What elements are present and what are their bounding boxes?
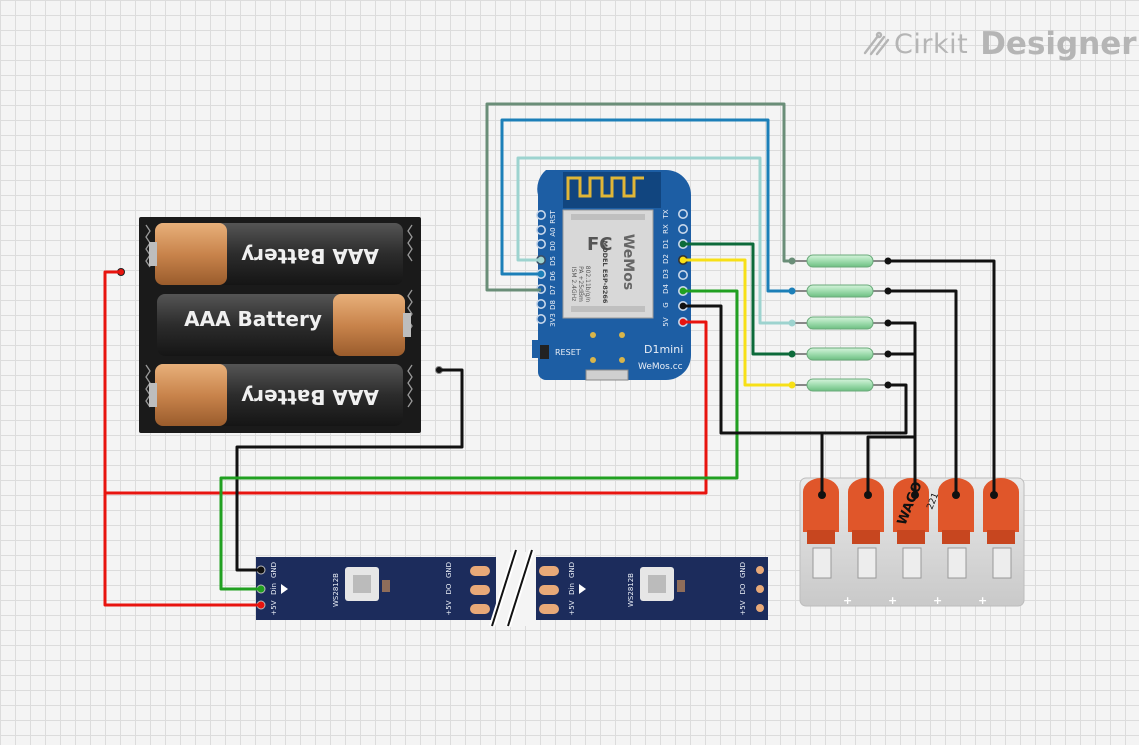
antenna-trace <box>566 176 644 200</box>
reset-button[interactable] <box>540 345 549 359</box>
logo-brand: Cirkit <box>894 28 969 60</box>
battery-cell-3: AAA Battery <box>149 364 403 426</box>
reset-label: RESET <box>555 348 581 357</box>
strip-arrows <box>281 584 586 594</box>
wire-endpoints <box>788 257 998 499</box>
battery-cell-2-label: AAA Battery <box>184 307 322 331</box>
reed-switch-1 <box>792 254 888 268</box>
reed-switch-3 <box>792 316 888 330</box>
wago-levers[interactable] <box>803 478 1019 544</box>
module-brand: WeMos <box>620 234 636 290</box>
board-title: D1mini <box>644 343 683 356</box>
reed-switches[interactable] <box>792 254 888 392</box>
module-spec-2: PA +25dBm <box>577 266 584 302</box>
pin-label-rst: RST <box>549 209 557 223</box>
wires[interactable] <box>103 102 996 607</box>
cirkit-logo-icon <box>863 31 890 56</box>
wire-d1-to-reed-4 <box>683 242 792 356</box>
strip2-right-do-label: DO <box>739 583 747 594</box>
strip-labels: WS2812B WS2812B GND Din +5V GND DO +5V G… <box>270 562 747 616</box>
wire-battery-to-strip-5v <box>103 270 261 607</box>
module-model: MODEL ESP-8266 <box>601 241 609 304</box>
svg-text:+: + <box>933 594 942 607</box>
pin-label-tx: TX <box>662 209 670 219</box>
esp-module-shield <box>562 209 654 319</box>
wire-reed-4-to-wago <box>888 352 917 495</box>
d1mini-left-pin-labels: RST A0 D0 D5 D6 D7 D8 3V3 <box>549 209 557 326</box>
pin-label-d0: D0 <box>549 241 557 251</box>
strip-cut-pads <box>470 566 559 614</box>
pin-label-d3: D3 <box>662 269 670 279</box>
pin-label-d6: D6 <box>549 271 557 281</box>
pin-label-d5: D5 <box>549 256 557 266</box>
strip2-left-din-label: Din <box>568 583 576 595</box>
chip-label-2: WS2812B <box>627 573 635 607</box>
wago-clamps <box>812 547 1012 579</box>
wago-plus-marks: + + + + <box>843 594 987 607</box>
strip2-left-gnd-label: GND <box>568 562 576 578</box>
wire-d4-to-strip-din <box>219 289 739 591</box>
wemos-d1-mini-board[interactable]: FC MODEL ESP-8266 WeMos 802.11b/g/n PA +… <box>532 170 691 381</box>
svg-text:+: + <box>978 594 987 607</box>
svg-text:+: + <box>843 594 852 607</box>
led-1 <box>345 567 390 601</box>
battery-holder[interactable]: AAA Battery AAA Battery AAA Battery <box>117 217 443 433</box>
wire-d7-to-reed-1 <box>485 102 792 292</box>
strip-left-5v-label: +5V <box>270 600 278 615</box>
led-2 <box>640 567 685 601</box>
pin-label-d4: D4 <box>662 284 670 294</box>
wire-reed-5-to-wago <box>822 383 908 435</box>
d1mini-right-pin-labels: TX RX D1 D2 D3 D4 G 5V <box>662 209 670 326</box>
logo-product: Designer <box>980 26 1137 62</box>
svg-text:+: + <box>888 594 897 607</box>
pin-label-rx: RX <box>662 224 670 234</box>
battery-springs <box>145 224 413 408</box>
wire-d6-to-reed-2 <box>500 118 792 293</box>
strip-right-do-label: DO <box>445 583 453 594</box>
wire-reed-1-to-wago <box>888 259 996 495</box>
wire-reed-2-to-wago <box>888 289 958 495</box>
pin-label-d1: D1 <box>662 239 670 249</box>
strip2-right-gnd-label: GND <box>739 562 747 578</box>
pin-label-5v: 5V <box>662 317 670 326</box>
strip-right-gnd-label: GND <box>445 562 453 578</box>
cirkit-designer-logo: Cirkit Designer <box>862 24 1137 64</box>
fcc-mark: FC <box>587 234 613 255</box>
strip2-left-5v-label: +5V <box>568 600 576 615</box>
battery-cell-1-label: AAA Battery <box>241 244 379 268</box>
board-site: WeMos.cc <box>638 362 683 372</box>
pin-label-a0: A0 <box>549 227 557 236</box>
strip-left-gnd-label: GND <box>270 562 278 578</box>
pin-label-d8: D8 <box>549 300 557 310</box>
pin-label-g: G <box>662 302 670 307</box>
reed-switch-5 <box>792 378 888 392</box>
strip2-right-5v-label: +5V <box>739 600 747 615</box>
wago-221-connector[interactable]: ++++ WAGO 221 <box>799 477 1025 607</box>
module-spec-3: ISM 2.4GHz <box>570 267 577 302</box>
wire-reed-3-to-wago <box>866 321 917 495</box>
strip-left-din-label: Din <box>270 583 278 595</box>
pin-label-3v3: 3V3 <box>549 313 557 327</box>
strip-end-pads <box>756 566 764 612</box>
battery-cell-3-label: AAA Battery <box>241 385 379 409</box>
wire-d2-to-reed-5 <box>683 258 792 387</box>
ws2812b-led-strip[interactable]: WS2812B WS2812B GND Din +5V GND DO +5V G… <box>256 549 768 627</box>
chip-label-1: WS2812B <box>332 573 340 607</box>
battery-cell-1: AAA Battery <box>149 223 403 285</box>
wire-d5-to-reed-3 <box>516 156 792 325</box>
wire-5v-to-power-bus <box>105 320 708 495</box>
battery-cell-2: AAA Battery <box>157 294 411 356</box>
reed-switch-4 <box>792 347 888 361</box>
pin-label-d7: D7 <box>549 285 557 295</box>
pin-label-d2: D2 <box>662 254 670 264</box>
wire-battery-to-strip-gnd <box>235 368 464 572</box>
strip-right-5v-label: +5V <box>445 600 453 615</box>
module-spec-1: 802.11b/g/n <box>584 266 591 303</box>
usb-port <box>585 369 629 381</box>
reed-switch-2 <box>792 284 888 298</box>
wire-gnd-to-wago <box>683 304 824 495</box>
